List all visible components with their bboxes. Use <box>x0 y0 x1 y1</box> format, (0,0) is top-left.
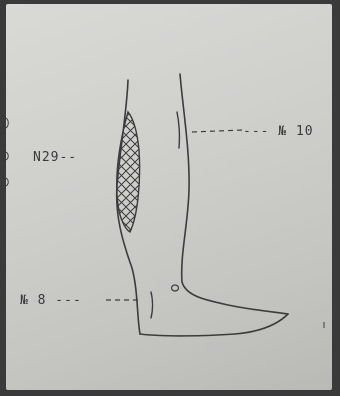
edge-mark-1 <box>6 118 8 128</box>
foot-sole <box>140 314 288 336</box>
label-n8: № 8 --- <box>20 293 82 308</box>
ankle-bone-mark <box>172 285 179 291</box>
edge-mark-3 <box>6 178 8 186</box>
vein-line-front <box>177 112 179 148</box>
leader-n10 <box>192 130 242 132</box>
varicose-region <box>117 112 140 232</box>
label-n29: N29-- <box>33 150 77 165</box>
label-n10: --- № 10 <box>243 124 314 139</box>
ankle-mark-line <box>151 292 153 318</box>
leg-front-contour <box>180 74 288 314</box>
edge-mark-2 <box>6 152 8 160</box>
